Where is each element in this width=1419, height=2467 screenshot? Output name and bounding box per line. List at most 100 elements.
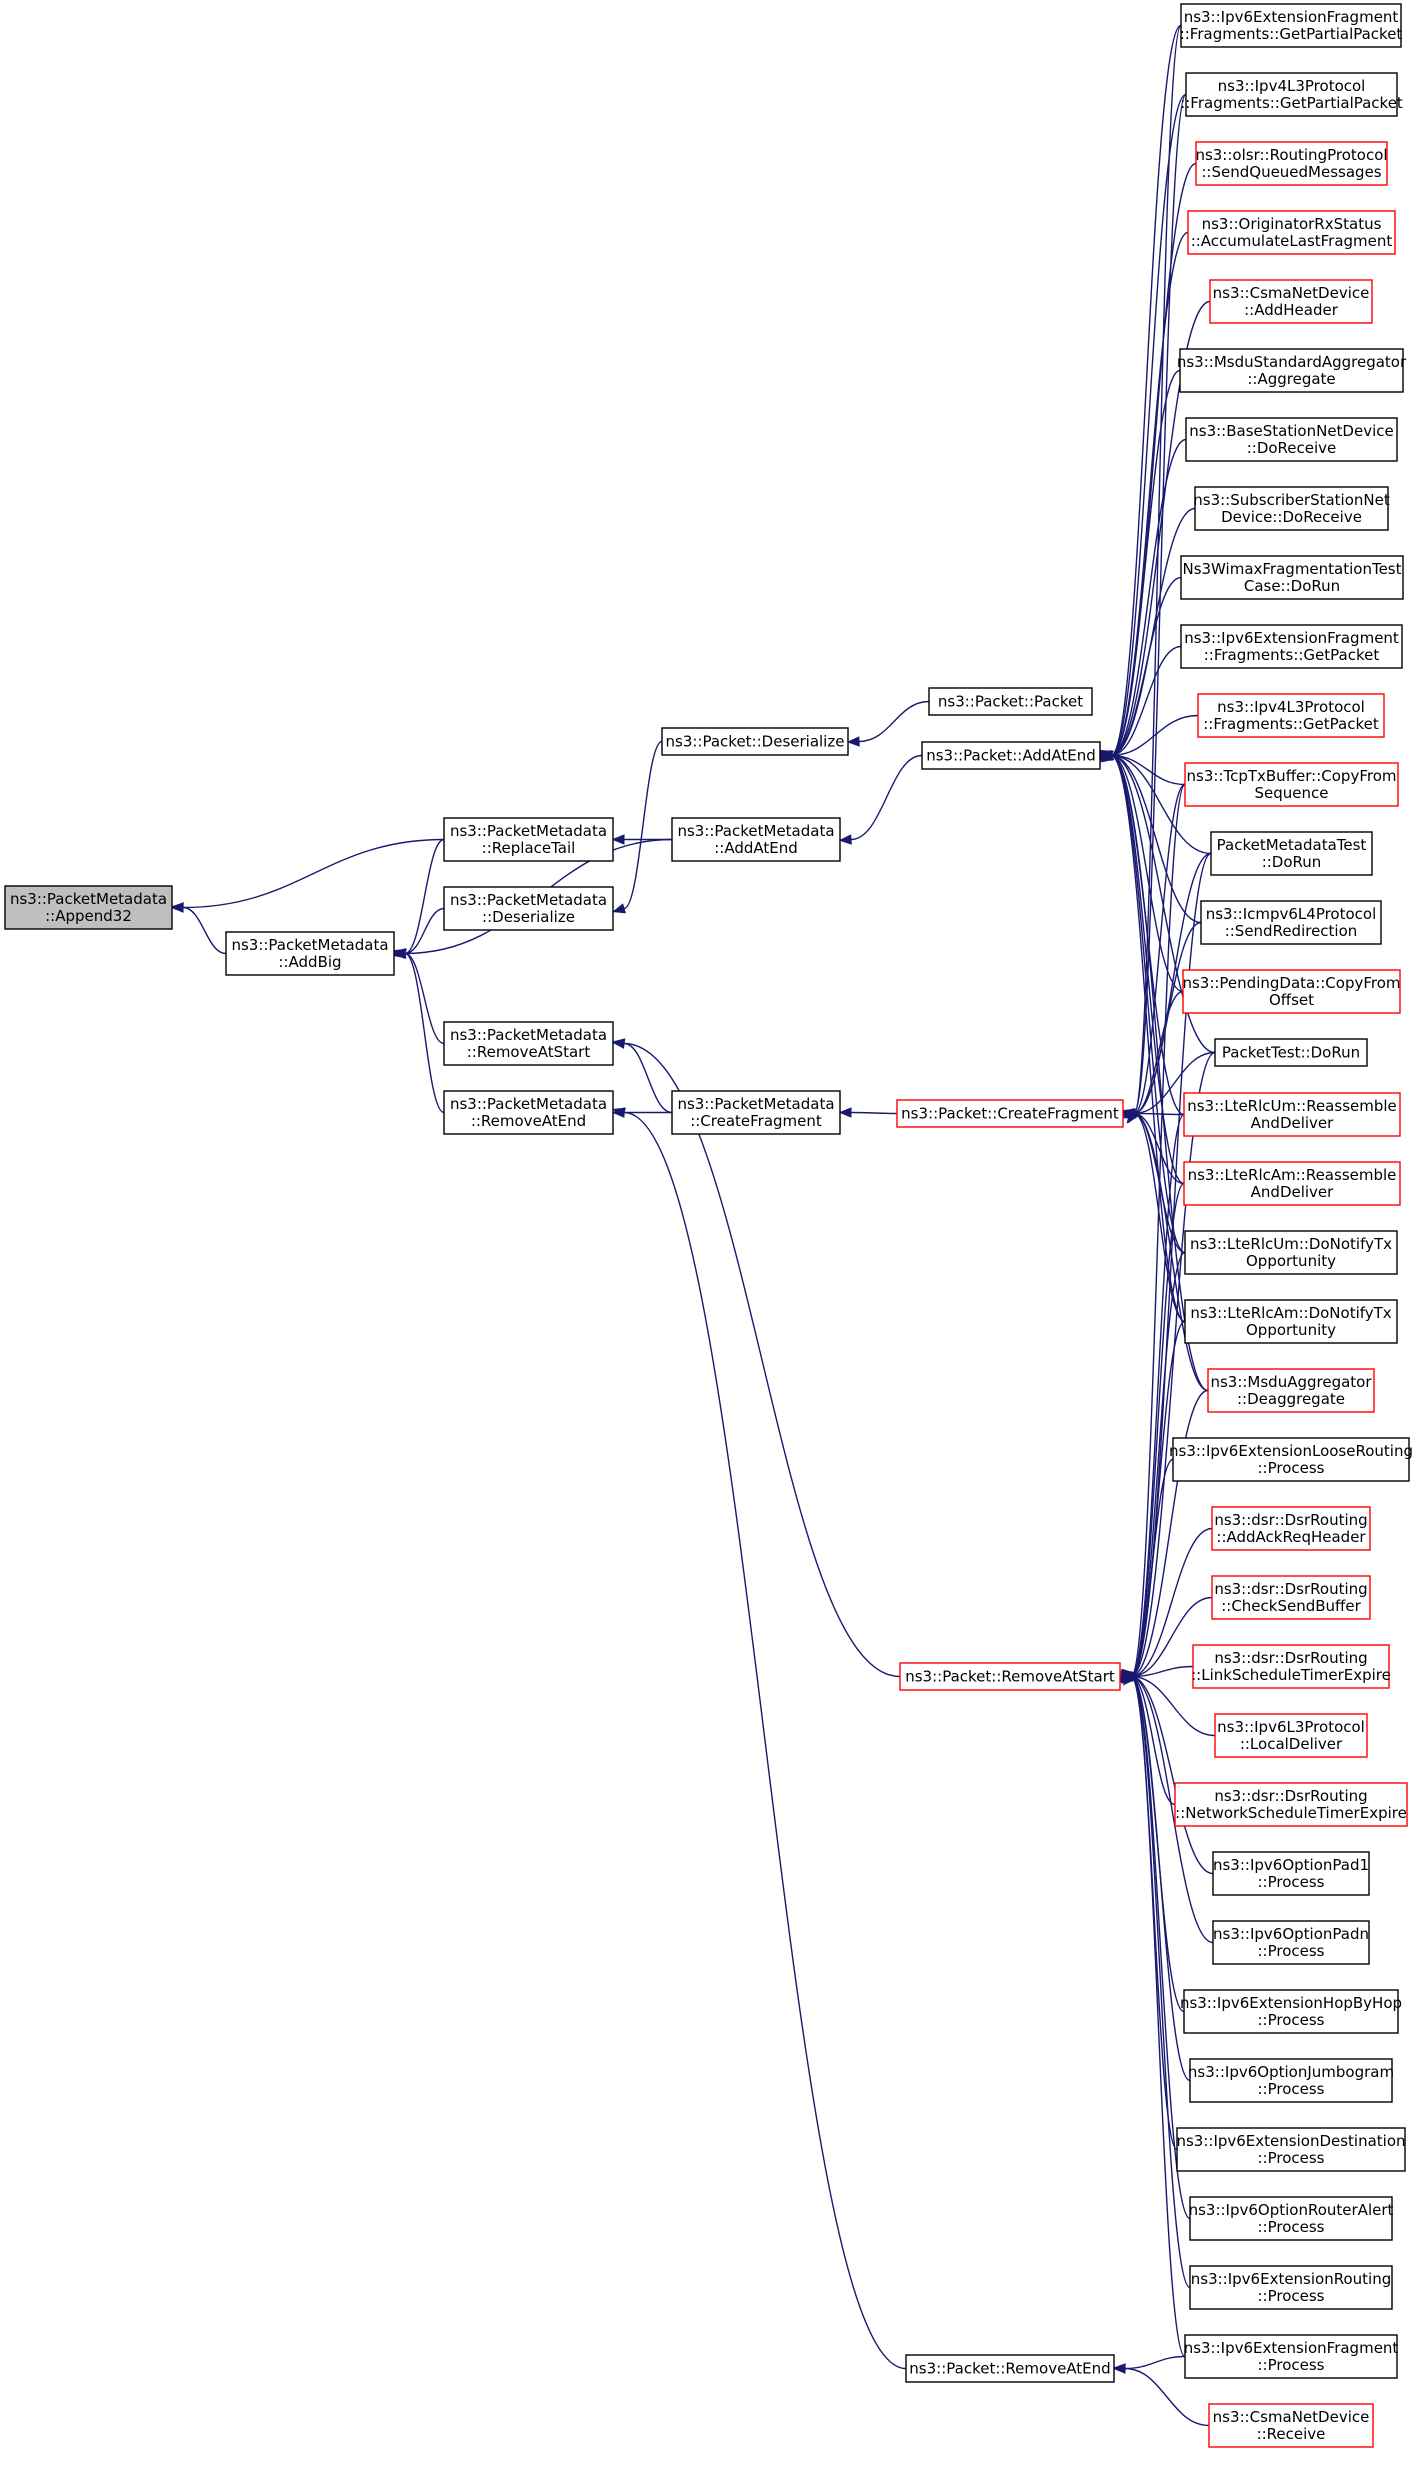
node-ns3-packetmetadata-deserialize[interactable]: ns3::PacketMetadata::Deserialize: [443, 886, 614, 931]
node-label: ns3::LteRlcAm::Reassemble: [1188, 1166, 1397, 1184]
node-label: ns3::CsmaNetDevice: [1213, 284, 1370, 302]
node-ns3-packet-packet[interactable]: ns3::Packet::Packet: [928, 687, 1093, 716]
node-ns3-ipv6extensionrouting-process[interactable]: ns3::Ipv6ExtensionRouting::Process: [1189, 2265, 1393, 2310]
node-ns3-ipv6extensionfragment-fragments-getpacket[interactable]: ns3::Ipv6ExtensionFragment::Fragments::G…: [1180, 624, 1403, 669]
node-ns3-packet-deserialize[interactable]: ns3::Packet::Deserialize: [661, 727, 849, 756]
node-ns3-icmpv6l4protocol-sendredirection[interactable]: ns3::Icmpv6L4Protocol::SendRedirection: [1200, 900, 1382, 945]
node-ns3-ipv6optionjumbogram-process[interactable]: ns3::Ipv6OptionJumbogram::Process: [1188, 2058, 1394, 2103]
node-ns3-ipv6extensionfragment-process[interactable]: ns3::Ipv6ExtensionFragment::Process: [1184, 2334, 1399, 2379]
edge-r18-to-pkt_removeatstart: [1130, 1182, 1185, 1678]
node-ns3-ipv6extensionlooserouting-process[interactable]: ns3::Ipv6ExtensionLooseRouting::Process: [1169, 1437, 1413, 1482]
node-box: [225, 931, 395, 976]
node-ns3-ipv6optionpadn-process[interactable]: ns3::Ipv6OptionPadn::Process: [1212, 1920, 1370, 1965]
node-label: ::SendQueuedMessages: [1201, 163, 1381, 181]
node-ns3-csmanetdevice-addheader[interactable]: ns3::CsmaNetDevice::AddHeader: [1209, 279, 1373, 324]
node-ns3-ipv4l3protocol-fragments-getpacket[interactable]: ns3::Ipv4L3Protocol::Fragments::GetPacke…: [1197, 693, 1385, 738]
node-box: [1197, 693, 1385, 738]
arrowhead-pm_addatend-to-addbig: [392, 948, 406, 959]
node-ns3-dsr-dsrrouting-checksendbuffer[interactable]: ns3::dsr::DsrRouting::CheckSendBuffer: [1211, 1575, 1371, 1620]
node-label: ns3::LteRlcAm::DoNotifyTx: [1190, 1304, 1391, 1322]
node-ns3-dsr-dsrrouting-addackreqheader[interactable]: ns3::dsr::DsrRouting::AddAckReqHeader: [1211, 1506, 1371, 1551]
node-ns3-packetmetadata-addatend[interactable]: ns3::PacketMetadata::AddAtEnd: [671, 817, 841, 862]
node-label: ::Fragments::GetPacket: [1203, 715, 1379, 733]
node-ns3-msdustandardaggregator-aggregate[interactable]: ns3::MsduStandardAggregator::Aggregate: [1177, 348, 1407, 393]
node-ns3-packet-removeatstart[interactable]: ns3::Packet::RemoveAtStart: [899, 1662, 1121, 1691]
node-ns3-subscriberstationnetdevice-doreceive[interactable]: ns3::SubscriberStationNetDevice::DoRecei…: [1193, 486, 1390, 531]
edge-r20-to-pkt_addatend: [1110, 754, 1186, 1323]
node-ns3-olsr-routingprotocol-sendqueuedmessages[interactable]: ns3::olsr::RoutingProtocol::SendQueuedMe…: [1195, 141, 1388, 186]
node-label: ::Deaggregate: [1237, 1390, 1345, 1408]
node-ns3-ipv4l3protocol-fragments-getpartialpacket[interactable]: ns3::Ipv4L3Protocol::Fragments::GetParti…: [1180, 72, 1403, 117]
node-ns3-ipv6extensiondestination-process[interactable]: ns3::Ipv6ExtensionDestination::Process: [1176, 2127, 1406, 2172]
node-ns3-packet-removeatend[interactable]: ns3::Packet::RemoveAtEnd: [905, 2354, 1115, 2383]
node-ns3-packet-addatend[interactable]: ns3::Packet::AddAtEnd: [921, 741, 1101, 770]
node-ns3-ipv6extensionhopbyhop-process[interactable]: ns3::Ipv6ExtensionHopByHop::Process: [1180, 1989, 1402, 2034]
node-box: [1176, 2127, 1406, 2172]
nodes-layer: ns3::PacketMetadata::Append32ns3::Packet…: [4, 3, 1413, 2448]
node-label: ::AddBig: [278, 953, 341, 971]
edge-r12-to-pkt_removeatstart: [1130, 783, 1186, 1678]
node-box: [896, 1099, 1124, 1128]
node-ns3-packetmetadata-removeatstart[interactable]: ns3::PacketMetadata::RemoveAtStart: [443, 1021, 614, 1066]
node-label: ns3::PacketMetadata: [231, 936, 388, 954]
node-box: [443, 1021, 614, 1066]
node-ns3-originatorrxstatus-accumulatelastfragment[interactable]: ns3::OriginatorRxStatus::AccumulateLastF…: [1187, 210, 1396, 255]
arrowhead-r36-to-pkt_removeatend: [1112, 2363, 1126, 2374]
edge-r29-to-pkt_removeatstart: [1130, 1675, 1214, 1944]
node-ns3-ipv6optionpad1-process[interactable]: ns3::Ipv6OptionPad1::Process: [1212, 1851, 1370, 1896]
arrowhead-pkt_removeatend-to-removeatend_pm: [612, 1107, 626, 1118]
node-ns3-packetmetadata-createfragment[interactable]: ns3::PacketMetadata::CreateFragment: [671, 1090, 841, 1135]
node-ns3-packetmetadata-append32[interactable]: ns3::PacketMetadata::Append32: [4, 885, 173, 930]
node-label: PacketMetadataTest: [1217, 836, 1367, 854]
edges-layer: [170, 24, 1216, 2427]
edge-r17-to-pkt_createfragment: [1133, 1112, 1185, 1116]
node-label: ns3::PacketMetadata: [450, 822, 607, 840]
edge-r34-to-pkt_removeatstart: [1130, 1675, 1191, 2289]
node-label: AndDeliver: [1251, 1114, 1335, 1132]
node-ns3-dsr-dsrrouting-networkscheduletimerexpire[interactable]: ns3::dsr::DsrRouting::NetworkScheduleTim…: [1174, 1782, 1408, 1827]
node-ns3-packetmetadata-addbig[interactable]: ns3::PacketMetadata::AddBig: [225, 931, 395, 976]
node-ns3-packetmetadata-replacetail[interactable]: ns3::PacketMetadata::ReplaceTail: [443, 817, 614, 862]
node-label: ns3::dsr::DsrRouting: [1214, 1787, 1367, 1805]
node-ns3-dsr-dsrrouting-linkscheduletimerexpire[interactable]: ns3::dsr::DsrRouting::LinkScheduleTimerE…: [1191, 1644, 1391, 1689]
node-label: ::CreateFragment: [690, 1112, 822, 1130]
edge-removeatstart_pm-to-addbig: [404, 952, 445, 1045]
arrowhead-pkt_deserialize-to-pm_deserialize: [612, 903, 626, 914]
node-label: ns3::LteRlcUm::DoNotifyTx: [1190, 1235, 1392, 1253]
node-ns3-packetmetadata-removeatend[interactable]: ns3::PacketMetadata::RemoveAtEnd: [443, 1090, 614, 1135]
node-ns3-ipv6extensionfragment-fragments-getpartialpacket[interactable]: ns3::Ipv6ExtensionFragment::Fragments::G…: [1180, 3, 1403, 48]
node-ns3-msduaggregator-deaggregate[interactable]: ns3::MsduAggregator::Deaggregate: [1207, 1368, 1375, 1413]
edge-r23-to-pkt_removeatstart: [1130, 1527, 1213, 1678]
node-box: [1212, 1851, 1370, 1896]
node-box: [1195, 141, 1388, 186]
node-packetmetadatatest-dorun[interactable]: PacketMetadataTest::DoRun: [1210, 831, 1373, 876]
node-label: ::ReplaceTail: [482, 839, 576, 857]
node-label: ns3::Ipv4L3Protocol: [1217, 698, 1365, 716]
node-ns3-basestationnetdevice-doreceive[interactable]: ns3::BaseStationNetDevice::DoReceive: [1185, 417, 1398, 462]
node-ns3-packet-createfragment[interactable]: ns3::Packet::CreateFragment: [896, 1099, 1124, 1128]
node-box: [1210, 831, 1373, 876]
edge-r7-to-pkt_addatend: [1110, 438, 1187, 757]
node-packettest-dorun[interactable]: PacketTest::DoRun: [1214, 1038, 1368, 1067]
node-label: ns3::PacketMetadata: [677, 822, 834, 840]
node-ns3-csmanetdevice-receive[interactable]: ns3::CsmaNetDevice::Receive: [1208, 2403, 1374, 2448]
node-label: Sequence: [1255, 784, 1329, 802]
node-label: ns3::PendingData::CopyFrom: [1182, 974, 1400, 992]
edge-r16-to-pkt_removeatstart: [1130, 1051, 1216, 1678]
node-box: [1183, 1161, 1401, 1206]
node-label: ::RemoveAtStart: [467, 1043, 591, 1061]
edge-r25-to-pkt_removeatstart: [1130, 1665, 1194, 1678]
node-ns3-ipv6l3protocol-localdeliver[interactable]: ns3::Ipv6L3Protocol::LocalDeliver: [1214, 1713, 1368, 1758]
node-box: [1184, 1299, 1398, 1344]
node-label: ns3::Icmpv6L4Protocol: [1206, 905, 1377, 923]
node-ns3-ipv6optionrouteralert-process[interactable]: ns3::Ipv6OptionRouterAlert::Process: [1189, 2196, 1394, 2241]
edge-r35-to-pkt_removeatstart: [1130, 1675, 1186, 2358]
node-box: [661, 727, 849, 756]
